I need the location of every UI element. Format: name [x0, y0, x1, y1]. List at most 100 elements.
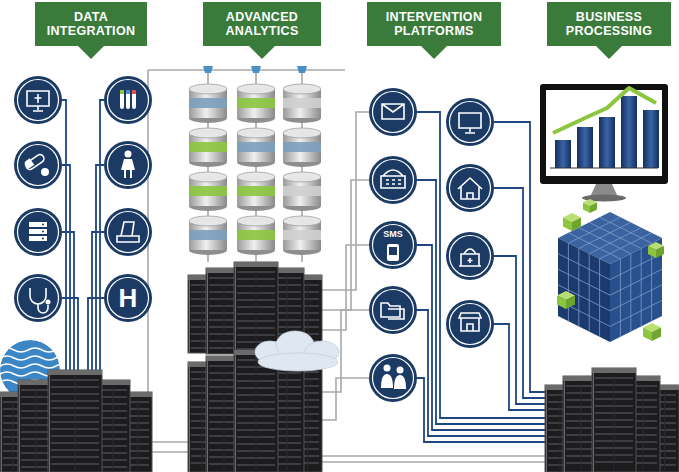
navy-wire	[417, 180, 560, 424]
database-top	[237, 128, 275, 138]
server-rack	[592, 368, 636, 472]
server-edge-light	[207, 273, 208, 354]
green-cube-left	[563, 218, 572, 232]
green-cube-left	[557, 296, 566, 310]
icon-text: H	[119, 284, 138, 313]
green-cube-left	[648, 246, 656, 258]
server-icon	[29, 229, 47, 234]
chart-bar	[621, 96, 637, 168]
section-banner: BUSINESS PROCESSING	[547, 2, 671, 46]
database-top	[283, 216, 321, 226]
gray-wire	[320, 461, 548, 463]
cube-grid	[630, 254, 631, 332]
chart-baseline	[550, 168, 658, 169]
database-band	[189, 142, 227, 152]
server-rack	[48, 370, 102, 472]
monitor-icon	[459, 113, 481, 133]
monitor-icon	[27, 91, 49, 111]
database-band	[283, 230, 321, 240]
gray-wire	[320, 455, 548, 457]
database-band	[189, 186, 227, 196]
server-top	[48, 370, 102, 375]
icon-ring	[18, 212, 59, 253]
database-top	[189, 128, 227, 138]
database-band	[283, 98, 321, 108]
server-divider	[614, 374, 615, 470]
database-top	[237, 84, 275, 94]
green-cube-right	[652, 328, 661, 342]
icon-ring	[450, 102, 491, 143]
navy-wire	[92, 232, 104, 380]
water-wave	[0, 348, 70, 352]
stethoscope-head	[46, 300, 51, 305]
cube-grid	[641, 248, 642, 326]
navy-wire	[417, 245, 560, 430]
water-wave	[0, 364, 70, 368]
test-tube-cap	[126, 90, 130, 94]
icon-circle	[369, 88, 417, 136]
cube-grid	[610, 269, 662, 295]
cube-grid	[610, 285, 662, 311]
phone-icon	[381, 170, 405, 188]
chart-monitor	[540, 84, 668, 202]
cube-grid	[620, 259, 621, 337]
server-divider	[287, 362, 288, 470]
icon-ring	[450, 168, 491, 209]
circle-outline	[369, 221, 417, 269]
database-pin	[251, 66, 261, 73]
banner-title: ADVANCED ANALYTICS	[211, 10, 313, 39]
icon-circle	[14, 76, 62, 124]
banner-title: BUSINESS PROCESSING	[555, 10, 663, 39]
icon-circle	[104, 208, 152, 256]
server-stack	[0, 370, 152, 472]
green-cube-right	[572, 218, 581, 232]
icon-circle	[369, 221, 417, 269]
database-top	[283, 172, 321, 182]
store-icon	[459, 313, 481, 331]
server-divider	[256, 356, 257, 470]
database-top	[189, 84, 227, 94]
cube-grid	[589, 228, 641, 254]
cube-grid	[610, 254, 662, 280]
icon-ring	[108, 80, 149, 121]
folder-icon	[381, 303, 404, 319]
database-top	[237, 172, 275, 182]
people-head	[384, 365, 391, 372]
icon-ring	[108, 278, 149, 319]
icon-circle-node: SMS	[369, 221, 417, 269]
database-group	[189, 66, 321, 262]
cube-face	[610, 238, 662, 342]
server-edge-light	[235, 355, 236, 472]
cube-grid	[599, 259, 600, 337]
icon-ring	[450, 236, 491, 277]
server-divider	[256, 268, 257, 352]
cube-grid	[578, 248, 579, 326]
people-body	[381, 374, 406, 389]
database-top	[237, 216, 275, 226]
stethoscope-icon	[30, 288, 48, 313]
green-cube-left	[583, 203, 590, 214]
chart-bar	[599, 117, 615, 168]
database-top	[283, 128, 321, 138]
icon-circle	[446, 98, 494, 146]
gray-wire	[320, 245, 370, 330]
server-divider	[36, 386, 37, 470]
server-divider	[138, 398, 139, 470]
scanner-icon	[117, 222, 139, 242]
cube-grid	[579, 228, 631, 254]
icon-group	[14, 76, 494, 402]
cube-grid	[610, 300, 662, 326]
navy-wire	[96, 165, 104, 380]
server-divider	[560, 391, 561, 470]
banner-title: DATA INTEGRATION	[43, 10, 139, 39]
database-pin	[203, 66, 213, 73]
server-edge-light	[49, 375, 50, 472]
icon-circle-node: H	[104, 274, 152, 322]
database-top	[189, 216, 227, 226]
navy-wire	[417, 378, 560, 442]
server-edge-light	[546, 390, 547, 472]
green-cube-right	[590, 203, 597, 214]
cube-grid	[589, 222, 641, 248]
pill-half	[25, 158, 35, 168]
icon-ring	[18, 80, 59, 121]
